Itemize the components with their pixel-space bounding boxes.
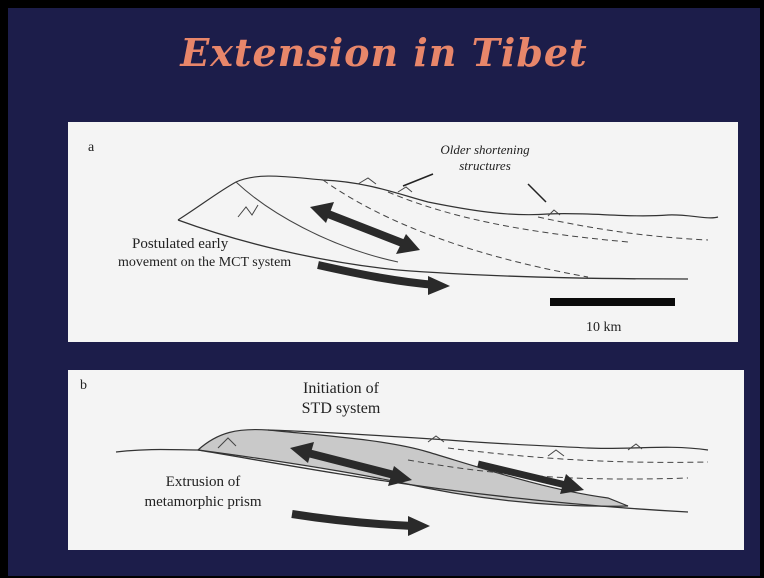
scale-label: 10 km — [586, 320, 621, 336]
double-arrow-upper — [310, 202, 420, 254]
annotation-older-line2: structures — [430, 158, 540, 174]
arrow-lower — [318, 265, 450, 295]
panel-letter: a — [88, 140, 94, 156]
label-metamorphic-prism: metamorphic prism — [138, 494, 268, 511]
slide-title: Extension in Tibet — [8, 30, 760, 75]
label-postulated: Postulated early — [132, 236, 228, 253]
topography-line — [178, 176, 718, 220]
arrow-lower — [292, 514, 430, 536]
label-initiation: Initiation of — [296, 380, 386, 398]
annotation-leader — [528, 184, 546, 202]
thrust-trace-dashed — [538, 217, 708, 240]
panel-a-diagram — [68, 122, 738, 342]
scale-bar — [550, 298, 675, 306]
panel-letter: b — [80, 378, 87, 394]
slide: Extension in Tibet — [8, 8, 760, 576]
annotation-leader — [403, 174, 433, 186]
thrust-trace-dashed — [388, 192, 628, 242]
label-extrusion: Extrusion of — [138, 474, 268, 491]
annotation-older-line1: Older shortening — [430, 142, 540, 158]
label-mct-movement: movement on the MCT system — [118, 255, 291, 271]
fold-marks — [238, 178, 560, 217]
thrust-trace-dashed — [448, 448, 708, 462]
thrust-trace — [236, 182, 398, 262]
figure-panel-b: b Initiation of STD system Extrusion of … — [68, 370, 744, 550]
label-std-system: STD system — [296, 400, 386, 418]
panel-b-diagram — [68, 370, 744, 550]
figure-panel-a: a Older shortening structures Postulated… — [68, 122, 738, 342]
